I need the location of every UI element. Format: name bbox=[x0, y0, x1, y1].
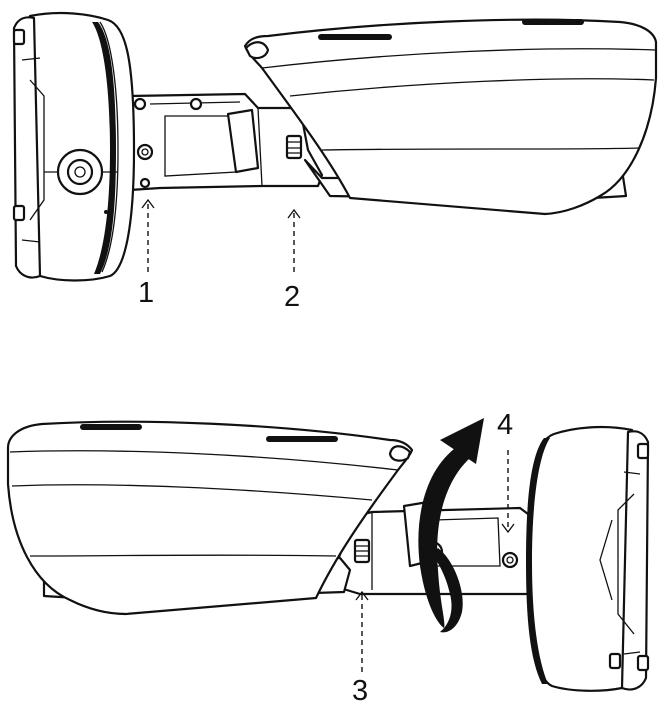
bottom-camera-illustration: 3 4 bbox=[6, 409, 650, 703]
callout-4-label: 4 bbox=[497, 409, 513, 441]
callout-2-label: 2 bbox=[284, 281, 300, 313]
top-camera-housing bbox=[243, 18, 658, 216]
top-bracket-arm bbox=[128, 92, 324, 192]
top-camera-illustration: 1 2 bbox=[12, 11, 658, 313]
callout-4: 4 bbox=[497, 409, 515, 534]
callout-1: 1 bbox=[138, 198, 155, 309]
top-wall-mount-base bbox=[12, 11, 136, 282]
callout-3: 3 bbox=[352, 590, 369, 703]
callout-2: 2 bbox=[284, 208, 301, 313]
callout-3-label: 3 bbox=[352, 675, 368, 703]
callout-1-label: 1 bbox=[138, 277, 154, 309]
rotation-arrow-icon bbox=[418, 418, 484, 633]
bottom-camera-housing bbox=[6, 420, 414, 616]
bottom-wall-mount-base bbox=[526, 425, 650, 692]
